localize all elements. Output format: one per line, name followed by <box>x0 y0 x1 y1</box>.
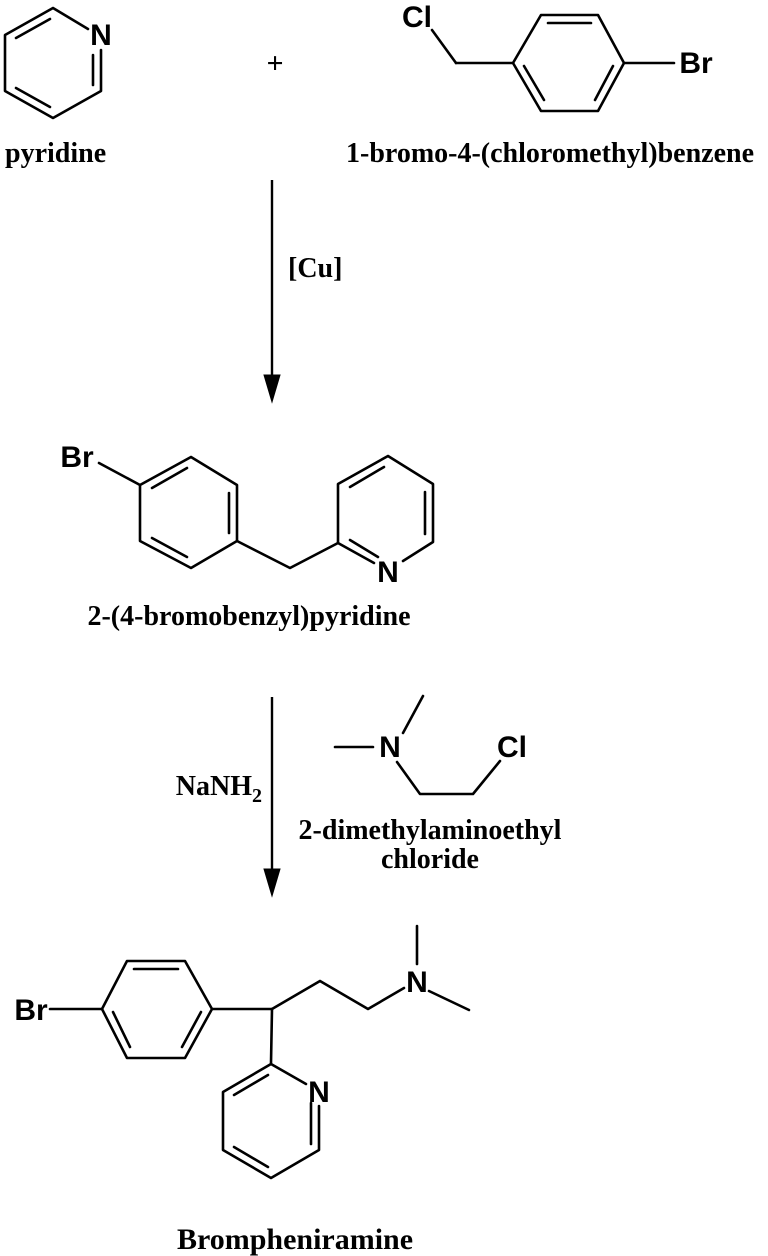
benzene-double-bond <box>150 466 189 490</box>
propyl-chain <box>270 979 406 1011</box>
step2-arrow <box>263 697 281 898</box>
pyridine-double-bond <box>348 538 380 559</box>
ch-pyridine-bond <box>269 1007 274 1065</box>
coreactant-structure: N Cl <box>333 694 527 796</box>
pyridine-double-bond <box>348 465 386 489</box>
bromine-atom-label: Br <box>60 441 94 474</box>
ring-nitrogen-label: N <box>308 1076 330 1109</box>
pyridine-ring <box>3 6 103 120</box>
benzene-double-bond <box>522 64 546 102</box>
pyridine-double-bond <box>232 1073 270 1097</box>
step2-reagent-label: NaNH2 <box>176 771 262 807</box>
benzyl-chloride-structure: Cl Br <box>402 1 713 113</box>
pyridine-double-bond <box>14 17 52 40</box>
benzene-double-bond <box>150 536 189 559</box>
benzene-double-bond <box>593 64 615 102</box>
ethyl-chain <box>395 759 502 796</box>
plus-sign: + <box>266 47 283 80</box>
benzene-ring <box>511 13 626 113</box>
product-name: Brompheniramine <box>177 1223 413 1256</box>
reactant2-name: 1-bromo-4-(chloromethyl)benzene <box>346 138 754 169</box>
benzene-ring <box>100 959 214 1060</box>
bromine-atom-label: Br <box>679 47 713 80</box>
coreactant-name-line2: chloride <box>381 844 479 875</box>
intermediate-name: 2-(4-bromobenzyl)pyridine <box>87 601 410 632</box>
benzene-double-bond <box>111 1010 132 1049</box>
coreactant-name-line1: 2-dimethylaminoethyl <box>299 815 562 846</box>
step1-catalyst-label: [Cu] <box>288 253 342 284</box>
amine-nitrogen-label: N <box>406 966 428 999</box>
n-methyl-down-bond <box>427 989 471 1012</box>
product-structure: Br N N <box>14 924 471 1180</box>
pyridine-double-bond <box>14 86 52 109</box>
chlorine-atom-label: Cl <box>402 1 432 34</box>
benzene-double-bond <box>180 1010 203 1049</box>
methylene-bridge <box>235 539 340 570</box>
methyl-up-bond <box>401 694 425 735</box>
nitrogen-atom-label: N <box>379 731 401 764</box>
pyridine-ring <box>336 454 435 565</box>
intermediate-structure: Br N <box>60 441 435 589</box>
reactant1-name: pyridine <box>5 138 106 169</box>
chlorine-atom-label: Cl <box>497 731 527 764</box>
br-ring-bond <box>97 461 142 487</box>
nitrogen-atom-label: N <box>377 556 399 589</box>
pyridine-structure: N <box>3 6 112 120</box>
benzene-ring <box>138 455 239 570</box>
cl-ch2-bond <box>430 28 458 65</box>
step1-arrow <box>263 180 281 404</box>
pyridine-ring <box>221 1062 321 1180</box>
bromine-atom-label: Br <box>14 994 48 1027</box>
nitrogen-atom-label: N <box>90 19 112 52</box>
pyridine-double-bond <box>232 1145 270 1169</box>
arrow-head <box>263 374 281 404</box>
arrow-head <box>263 868 281 898</box>
